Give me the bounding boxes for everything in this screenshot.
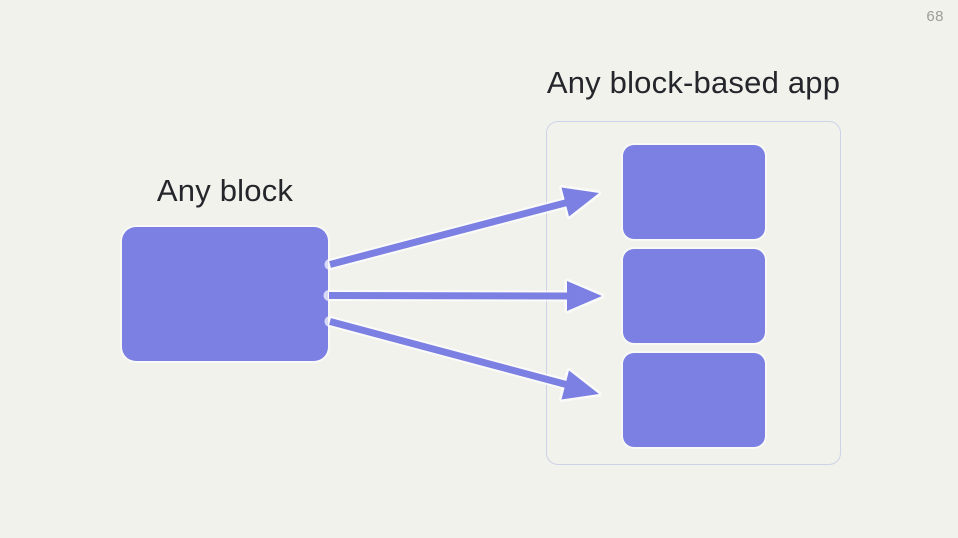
app-block-1 — [622, 145, 765, 239]
app-container — [546, 121, 841, 465]
page-number: 68 — [926, 8, 944, 25]
app-block-2 — [622, 249, 765, 343]
source-block-label: Any block — [156, 173, 294, 208]
source-block — [122, 227, 328, 361]
app-container-label: Any block-based app — [546, 65, 841, 100]
app-block-3 — [622, 353, 765, 447]
